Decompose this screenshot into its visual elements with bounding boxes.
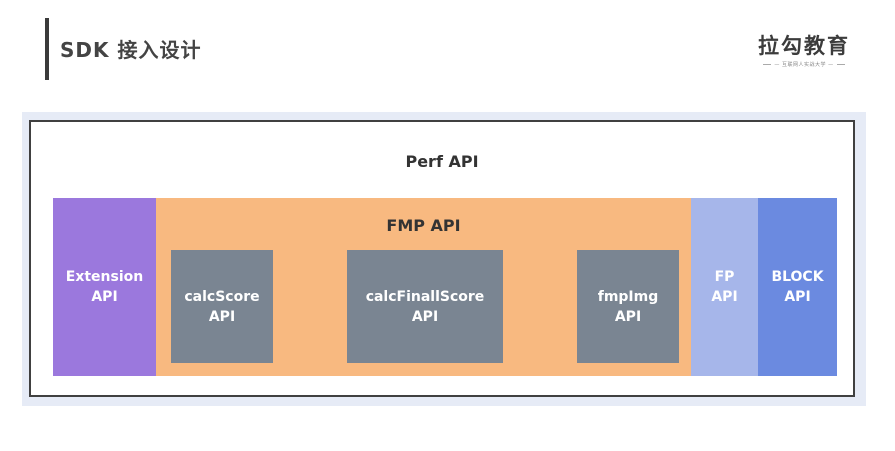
fmp-api-block: FMP API calcScore API calcFinallScore AP…: [156, 198, 691, 376]
brand-logo: 拉勾教育 — 互联网人实战大学 —: [756, 34, 852, 69]
calc-finall-score-api-block: calcFinallScore API: [347, 250, 503, 363]
calc-finall-score-label-line1: calcFinallScore: [365, 288, 485, 305]
extension-api-label-line1: Extension: [65, 269, 144, 285]
fmp-img-label-line2: API: [614, 308, 642, 325]
fmp-img-label-line1: fmpImg: [597, 288, 659, 305]
calc-score-label-line2: API: [208, 308, 236, 325]
perf-api-label: Perf API: [405, 152, 479, 171]
fmp-api-label: FMP API: [386, 216, 461, 235]
fp-api-block: FP API: [691, 198, 758, 376]
block-api-label-line2: API: [784, 289, 811, 305]
logo-subtitle: — 互联网人实战大学 —: [756, 62, 852, 69]
fp-api-label-line2: API: [711, 289, 738, 305]
calc-score-label-line1: calcScore: [184, 288, 260, 305]
page-title: SDK 接入设计: [60, 38, 202, 62]
block-api-block: BLOCK API: [758, 198, 837, 376]
logo-text: 拉勾教育: [758, 34, 850, 58]
extension-api-label-line2: API: [91, 289, 118, 305]
extension-api-block: Extension API: [53, 198, 156, 376]
fmp-img-api-block: fmpImg API: [577, 250, 679, 363]
calc-finall-score-label-line2: API: [411, 308, 439, 325]
header-accent-bar: [45, 18, 49, 80]
calc-score-api-block: calcScore API: [171, 250, 273, 363]
block-api-label-line1: BLOCK: [771, 269, 824, 285]
fp-api-label-line1: FP: [714, 269, 735, 285]
